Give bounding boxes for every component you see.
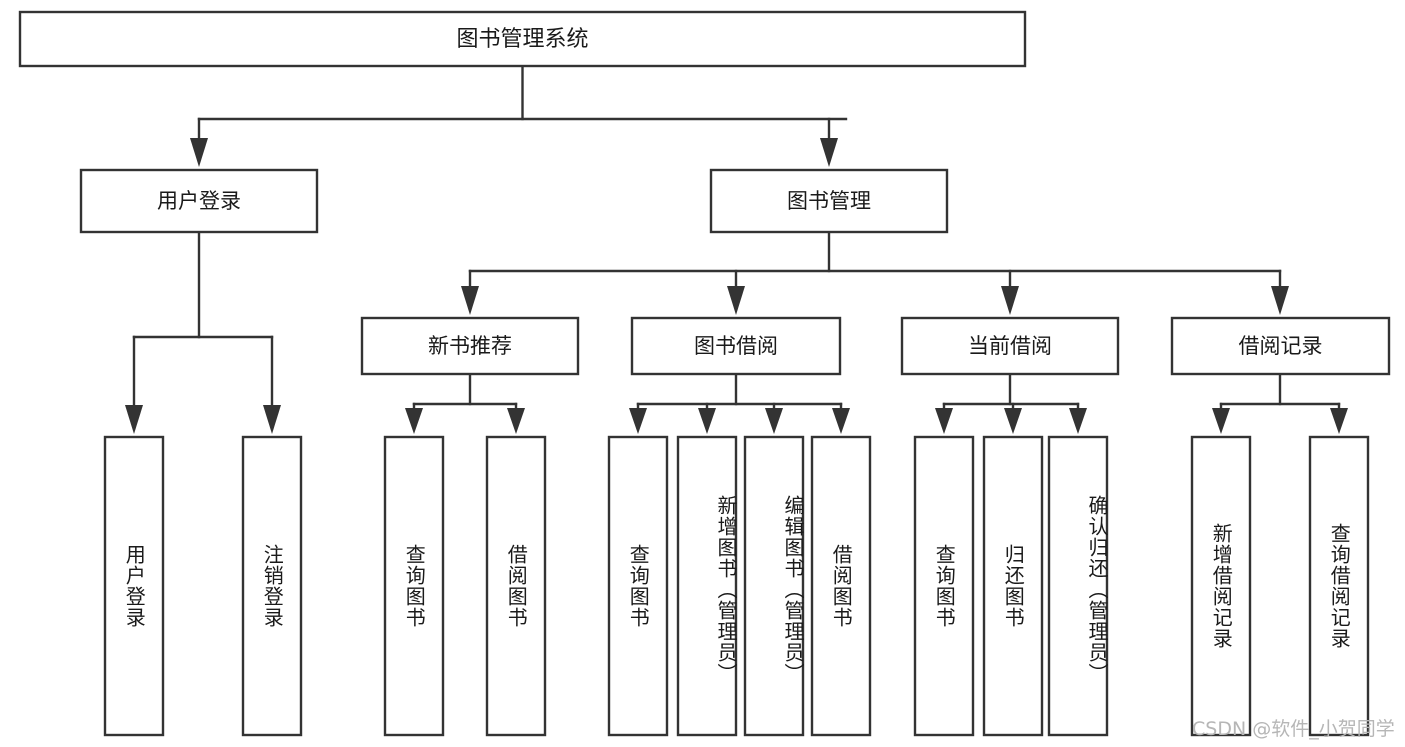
arrowhead-leaf-record-query bbox=[1330, 408, 1348, 434]
connector-group-current-borrow bbox=[935, 372, 1087, 434]
leaf-rec-query-book-box[interactable] bbox=[383, 435, 445, 737]
node-book-manage[interactable]: 图书管理 bbox=[709, 168, 949, 234]
arrowhead-leaf-current-return-book bbox=[1004, 408, 1022, 434]
node-current-borrow-label: 当前借阅 bbox=[968, 334, 1052, 358]
arrowhead-leaf-borrow-lend-book bbox=[832, 408, 850, 434]
node-book-borrow-box[interactable] bbox=[630, 316, 842, 376]
leaf-record-add-box[interactable] bbox=[1190, 435, 1252, 737]
connector-group-book-manage bbox=[461, 230, 1289, 315]
arrowhead-book-manage bbox=[820, 138, 838, 167]
node-borrow-record[interactable]: 借阅记录 bbox=[1170, 316, 1391, 376]
arrowhead-leaf-user-login bbox=[125, 405, 143, 434]
node-user-login-box[interactable] bbox=[79, 168, 319, 234]
node-borrow-record-box[interactable] bbox=[1170, 316, 1391, 376]
node-user-login-label: 用户登录 bbox=[157, 189, 241, 213]
node-current-borrow[interactable]: 当前借阅 bbox=[900, 316, 1120, 376]
leaf-user-login-box[interactable] bbox=[103, 435, 165, 737]
leaf-boxes bbox=[103, 435, 1370, 737]
arrowhead-leaf-current-query-book bbox=[935, 408, 953, 434]
arrowhead-leaf-rec-borrow-book bbox=[507, 408, 525, 434]
node-user-login[interactable]: 用户登录 bbox=[79, 168, 319, 234]
leaf-user-logout-box[interactable] bbox=[241, 435, 303, 737]
arrowhead-current-borrow bbox=[1001, 286, 1019, 315]
leaf-record-query-box[interactable] bbox=[1308, 435, 1370, 737]
arrowhead-user-login bbox=[190, 138, 208, 167]
arrowhead-leaf-borrow-add-book bbox=[698, 408, 716, 434]
connector-group-root bbox=[190, 64, 848, 167]
node-book-manage-box[interactable] bbox=[709, 168, 949, 234]
node-root[interactable]: 图书管理系统 bbox=[18, 10, 1027, 68]
node-borrow-record-label: 借阅记录 bbox=[1239, 334, 1323, 358]
leaf-borrow-query-book-box[interactable] bbox=[607, 435, 669, 737]
leaf-current-confirm-return-box[interactable] bbox=[1047, 435, 1109, 737]
leaf-current-return-book-box[interactable] bbox=[982, 435, 1044, 737]
connector-group-book-borrow bbox=[629, 372, 850, 434]
arrowhead-leaf-rec-query-book bbox=[405, 408, 423, 434]
leaf-borrow-add-book-box[interactable] bbox=[676, 435, 738, 737]
arrowhead-book-borrow bbox=[727, 286, 745, 315]
arrowhead-leaf-borrow-query-book bbox=[629, 408, 647, 434]
node-root-label: 图书管理系统 bbox=[456, 27, 588, 52]
node-book-borrow[interactable]: 图书借阅 bbox=[630, 316, 842, 376]
arrowhead-leaf-user-logout bbox=[263, 405, 281, 434]
arrowhead-leaf-record-add bbox=[1212, 408, 1230, 434]
connector-group-user-login bbox=[125, 230, 281, 434]
arrowhead-borrow-record bbox=[1271, 286, 1289, 315]
leaf-current-query-book-box[interactable] bbox=[913, 435, 975, 737]
leaf-borrow-edit-book-box[interactable] bbox=[743, 435, 805, 737]
node-book-borrow-label: 图书借阅 bbox=[694, 334, 778, 358]
arrowhead-new-book-rec bbox=[461, 286, 479, 315]
connector-group-new-book-rec bbox=[405, 372, 525, 434]
leaf-rec-borrow-book-box[interactable] bbox=[485, 435, 547, 737]
arrowhead-leaf-borrow-edit-book bbox=[765, 408, 783, 434]
leaf-borrow-lend-book-box[interactable] bbox=[810, 435, 872, 737]
node-new-book-rec-box[interactable] bbox=[360, 316, 580, 376]
node-new-book-rec-label: 新书推荐 bbox=[428, 334, 512, 358]
connector-group-borrow-record bbox=[1212, 372, 1348, 434]
node-root-box[interactable] bbox=[18, 10, 1027, 68]
arrowhead-leaf-current-confirm-return bbox=[1069, 408, 1087, 434]
node-current-borrow-box[interactable] bbox=[900, 316, 1120, 376]
node-new-book-rec[interactable]: 新书推荐 bbox=[360, 316, 580, 376]
node-book-manage-label: 图书管理 bbox=[787, 189, 871, 213]
